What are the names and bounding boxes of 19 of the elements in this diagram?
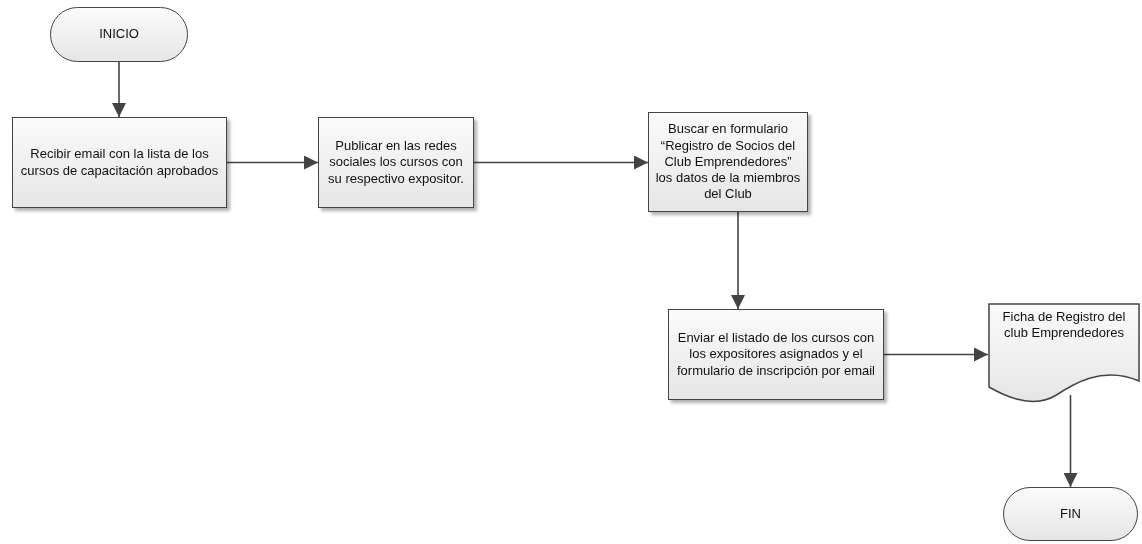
arrow bbox=[731, 211, 745, 310]
step-text: Enviar el listado de los cursos con los expositores asignados y el formulario de inscripción por email bbox=[676, 330, 876, 379]
arrow bbox=[112, 61, 126, 118]
process-box bbox=[318, 117, 474, 208]
terminal-label: INICIO bbox=[99, 26, 139, 43]
arrow bbox=[883, 347, 989, 362]
process-box bbox=[648, 112, 808, 212]
step-text: Recibir email con la lista de los cursos de capacitación aprobados bbox=[19, 146, 220, 179]
arrow bbox=[226, 155, 319, 170]
arrow bbox=[1063, 394, 1078, 488]
process-box bbox=[12, 117, 227, 208]
document-shape bbox=[988, 303, 1140, 405]
arrow bbox=[473, 155, 649, 170]
step-text: Buscar en formulario “Registro de Socios del Club Emprendedores” los datos de la miembros del Club bbox=[655, 121, 801, 203]
process-box bbox=[668, 309, 884, 400]
terminator-shape bbox=[1003, 487, 1138, 541]
step-text: Publicar en las redes sociales los cursos con su respectivo expositor. bbox=[327, 138, 465, 187]
step-text: Ficha de Registro del club Emprendedores bbox=[1001, 309, 1127, 342]
terminal-label: FIN bbox=[1060, 505, 1081, 523]
